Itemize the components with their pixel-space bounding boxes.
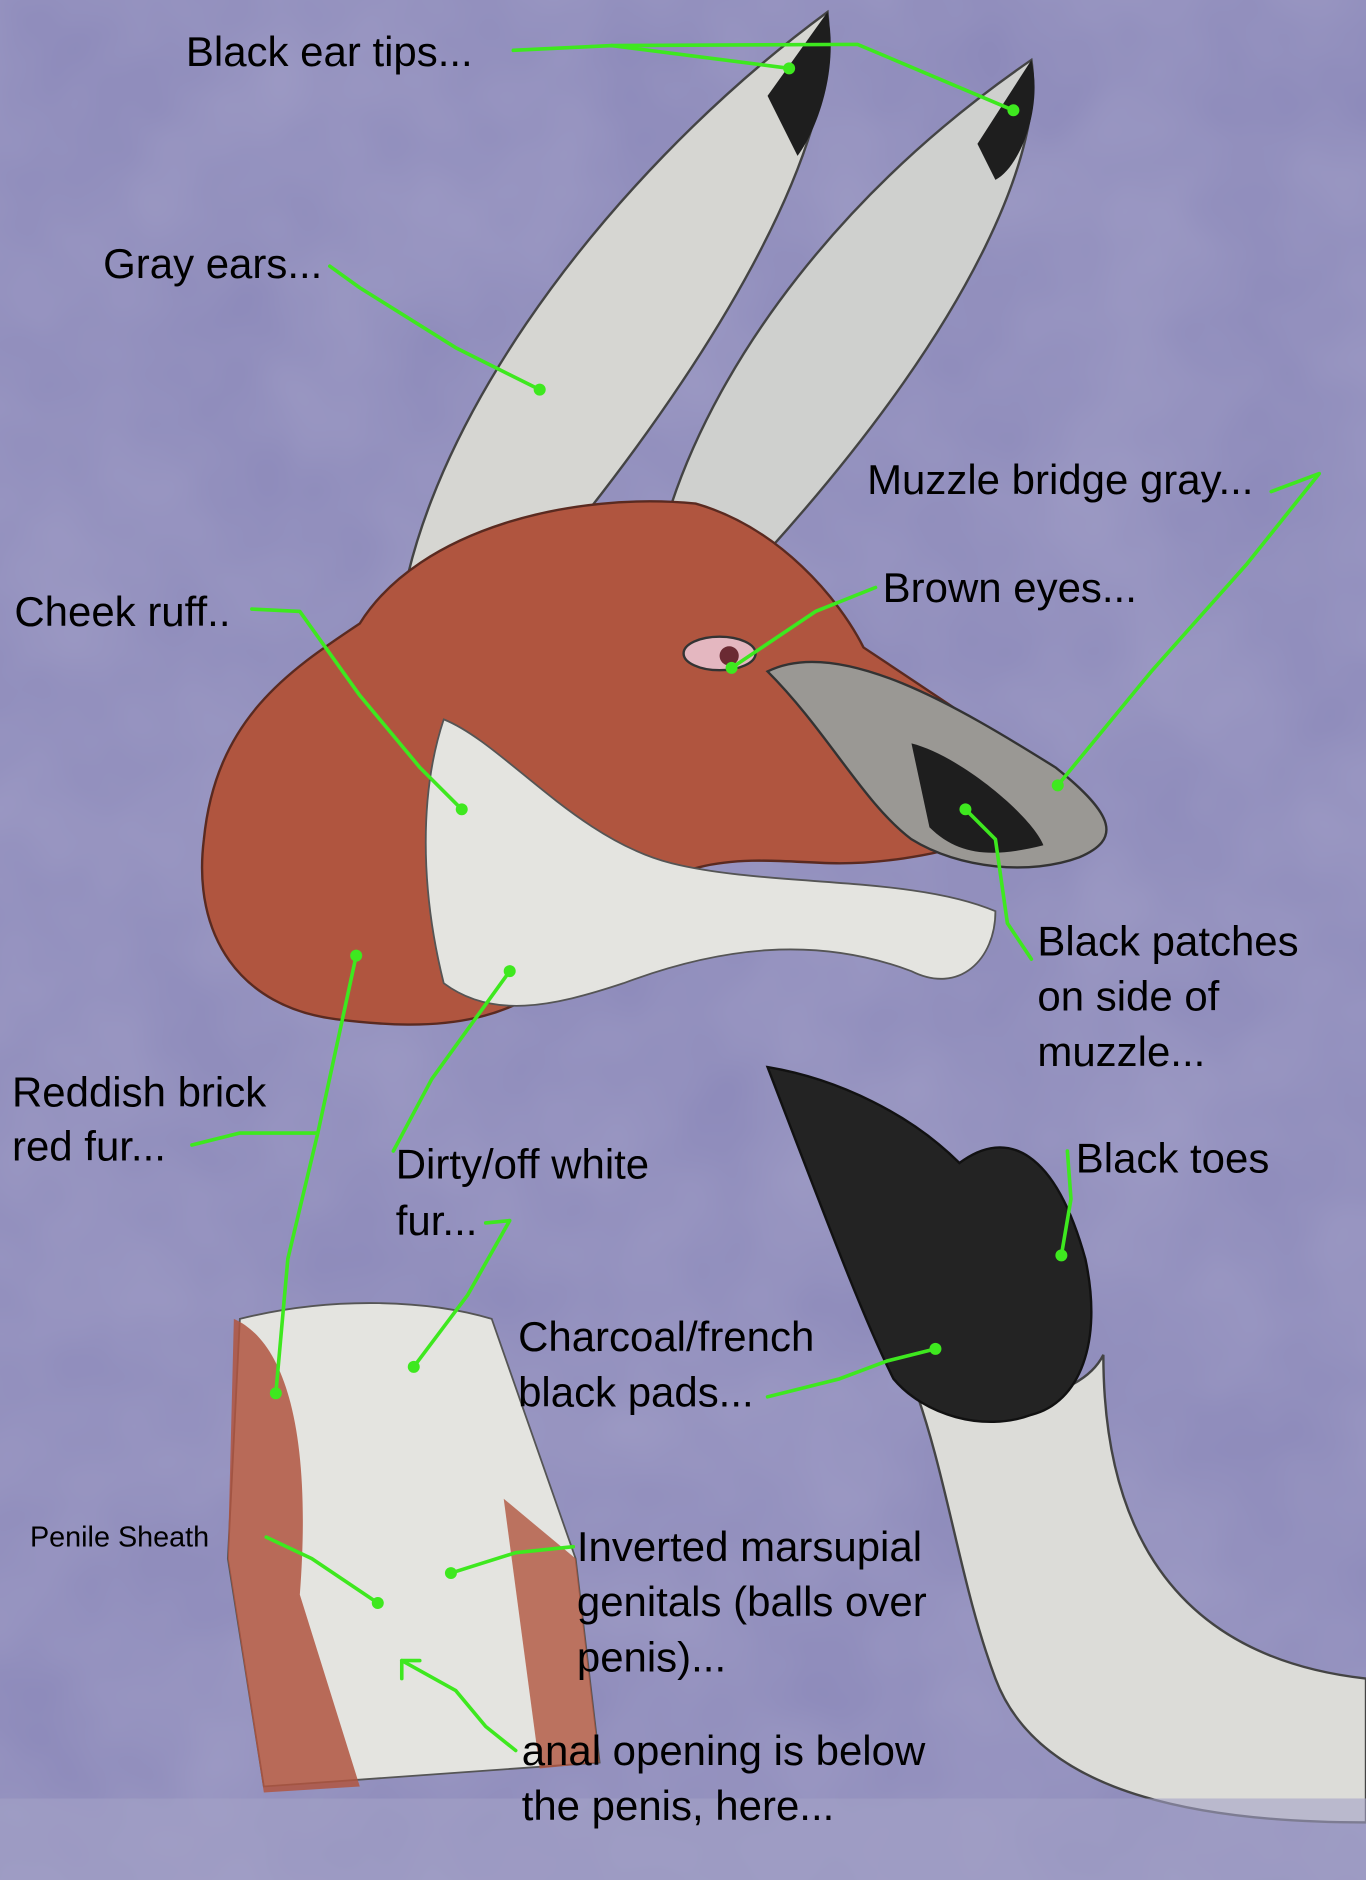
marker	[1007, 104, 1020, 117]
label-inverted: genitals (balls over	[577, 1578, 927, 1625]
ear-tip-front	[767, 11, 831, 156]
label-brown-eyes: Brown eyes...	[883, 564, 1137, 611]
label-anal: anal opening is below	[522, 1727, 926, 1774]
label-black-toes: Black toes	[1076, 1135, 1270, 1182]
leader-reddish-fur-2	[274, 1131, 320, 1396]
marker	[959, 803, 972, 816]
leader-reddish-fur	[190, 953, 358, 1147]
leader-white-fur	[391, 969, 512, 1153]
leader-white-fur-2	[411, 1218, 512, 1369]
leader-pads	[765, 1347, 938, 1399]
eye	[682, 635, 757, 672]
leader-lines	[190, 42, 1322, 1753]
label-pads: black pads...	[518, 1368, 754, 1415]
marker	[371, 1597, 384, 1610]
label-white-fur: Dirty/off white	[396, 1141, 649, 1188]
label-black-patches: muzzle...	[1037, 1028, 1205, 1075]
leader-muzzle-bridge	[1055, 471, 1322, 788]
lower-body-red-fur-right	[503, 1498, 600, 1769]
marker	[503, 965, 516, 978]
label-cheek-ruff: Cheek ruff..	[14, 588, 230, 635]
label-black-patches: Black patches	[1037, 918, 1298, 965]
label-reddish-fur: Reddish brick	[12, 1069, 267, 1116]
label-inverted: penis)...	[577, 1633, 726, 1680]
annotation-labels: Black ear tips... Gray ears... Muzzle br…	[12, 28, 1299, 1829]
leader-ear-tips-2	[609, 42, 1016, 113]
label-sheath: Penile Sheath	[30, 1522, 209, 1554]
leader-black-patches	[963, 807, 1034, 961]
arm-white-fur	[909, 1354, 1366, 1824]
pupil	[719, 646, 739, 666]
lower-body-red-fur	[227, 1318, 360, 1793]
label-anal: the penis, here...	[522, 1782, 835, 1829]
ground-band	[0, 1798, 1366, 1880]
label-pads: Charcoal/french	[518, 1313, 814, 1360]
front-ear	[394, 9, 830, 674]
leader-inverted	[449, 1544, 576, 1575]
marker	[929, 1342, 942, 1355]
muzzle-black-patch	[911, 743, 1044, 853]
marker	[725, 661, 738, 674]
head-red-fur	[200, 500, 1046, 1026]
leader-sheath	[264, 1535, 380, 1605]
marker	[269, 1387, 282, 1400]
paw-black	[765, 1065, 1093, 1423]
marker	[350, 949, 363, 962]
marker	[1051, 779, 1064, 792]
label-muzzle-bridge: Muzzle bridge gray...	[867, 456, 1253, 503]
leader-brown-eyes	[729, 585, 878, 670]
label-inverted: Inverted marsupial	[577, 1523, 922, 1570]
marker	[783, 62, 796, 75]
label-black-patches: on side of	[1037, 973, 1219, 1020]
leader-anal-arrowhead	[399, 1658, 422, 1681]
leader-anal	[399, 1658, 518, 1753]
label-gray-ears: Gray ears...	[103, 240, 322, 287]
throat-white-fur	[424, 718, 997, 1007]
marker	[1055, 1249, 1068, 1262]
leader-gray-ears	[328, 264, 542, 392]
leader-cheek-ruff	[250, 607, 464, 812]
label-ear-tips: Black ear tips...	[186, 28, 473, 75]
marker	[444, 1567, 457, 1580]
leader-black-toes	[1059, 1149, 1073, 1258]
marker	[533, 383, 546, 396]
marker	[407, 1360, 420, 1373]
label-white-fur: fur...	[396, 1197, 478, 1244]
label-reddish-fur: red fur...	[12, 1123, 166, 1170]
ear-tip-back	[977, 59, 1035, 180]
marker	[455, 803, 468, 816]
